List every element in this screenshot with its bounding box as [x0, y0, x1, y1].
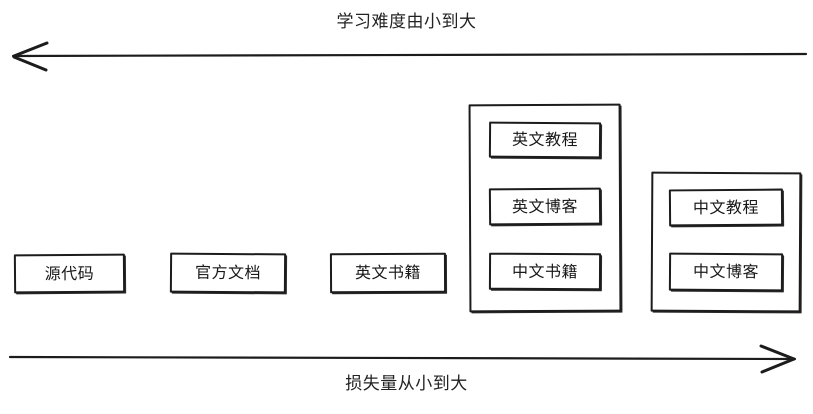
node-english-tutorials[interactable]: 英文教程 — [488, 121, 602, 159]
node-label: 中文博客 — [692, 261, 760, 282]
node-label: 中文书籍 — [511, 261, 579, 281]
node-label: 英文书籍 — [354, 262, 422, 283]
node-source-code[interactable]: 源代码 — [13, 253, 126, 294]
node-label: 源代码 — [44, 263, 95, 283]
node-label: 官方文档 — [194, 262, 262, 283]
arrow-left-icon — [11, 41, 808, 72]
top-axis-label: 学习难度由小到大 — [336, 12, 477, 32]
node-official-docs[interactable]: 官方文档 — [169, 252, 287, 294]
node-english-blogs[interactable]: 英文博客 — [488, 187, 602, 226]
bottom-axis-label: 损失量从小到大 — [345, 374, 468, 394]
node-label: 英文博客 — [511, 196, 579, 216]
arrow-right-icon — [8, 344, 797, 374]
node-chinese-books[interactable]: 中文书籍 — [488, 252, 602, 291]
node-chinese-blogs[interactable]: 中文博客 — [668, 252, 784, 292]
node-label: 英文教程 — [511, 129, 579, 150]
node-english-books[interactable]: 英文书籍 — [329, 252, 447, 294]
node-label: 中文教程 — [692, 197, 760, 217]
node-chinese-tutorials[interactable]: 中文教程 — [668, 188, 784, 227]
